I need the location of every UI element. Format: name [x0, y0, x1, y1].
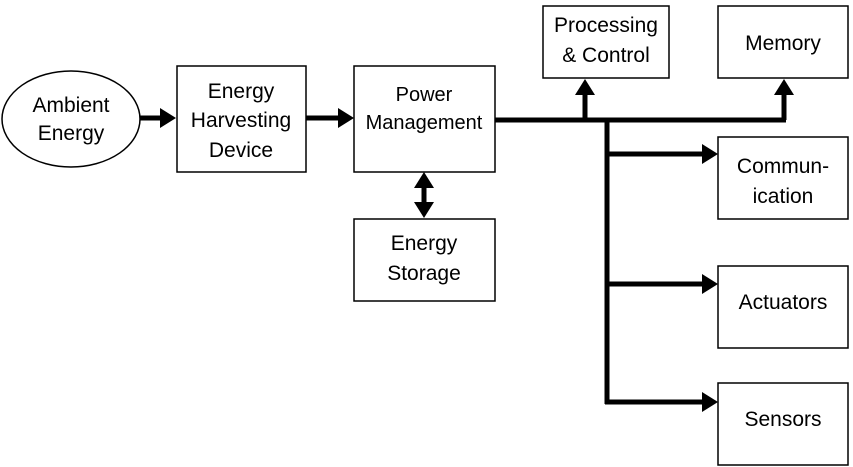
sensors-label: Sensors: [744, 408, 821, 431]
power-line-1: Power: [396, 84, 453, 106]
communication-line-1: Commun-: [737, 155, 829, 178]
processing-line-2: & Control: [562, 44, 650, 67]
arrowhead-to-memory: [774, 79, 794, 95]
node-energy-storage: Energy Storage: [353, 218, 496, 302]
harvester-line-1: Energy: [208, 80, 275, 103]
communication-line-2: ication: [753, 185, 814, 208]
memory-label: Memory: [745, 32, 821, 55]
arrowhead-to-storage: [414, 202, 434, 218]
node-memory: Memory: [717, 5, 849, 79]
processing-line-1: Processing: [554, 14, 658, 37]
arrowhead-to-actuators: [702, 274, 718, 294]
arrowhead-to-processing: [575, 79, 595, 95]
power-line-2: Management: [366, 112, 483, 134]
harvester-line-2: Harvesting: [191, 109, 291, 132]
node-communication: Commun- ication: [717, 136, 849, 220]
storage-line-1: Energy: [391, 232, 458, 255]
ambient-line-1: Ambient: [32, 94, 109, 117]
arrowhead-to-communication: [702, 144, 718, 164]
node-ambient-energy: Ambient Energy: [1, 70, 141, 168]
node-energy-harvesting-device: Energy Harvesting Device: [176, 65, 307, 173]
node-actuators: Actuators: [717, 265, 849, 349]
storage-line-2: Storage: [387, 262, 461, 285]
arrowhead-harvester-to-power: [338, 108, 354, 128]
harvester-line-3: Device: [209, 139, 273, 162]
arrowhead-to-power: [414, 172, 434, 188]
arrowhead-to-sensors: [702, 392, 718, 412]
node-processing-control: Processing & Control: [542, 5, 670, 79]
node-power-management: Power Management: [353, 65, 496, 173]
ambient-line-2: Energy: [38, 122, 105, 145]
actuators-label: Actuators: [739, 291, 828, 314]
arrowhead-ambient-to-harvester: [160, 108, 176, 128]
connectors: [139, 79, 794, 412]
node-sensors: Sensors: [717, 382, 849, 466]
